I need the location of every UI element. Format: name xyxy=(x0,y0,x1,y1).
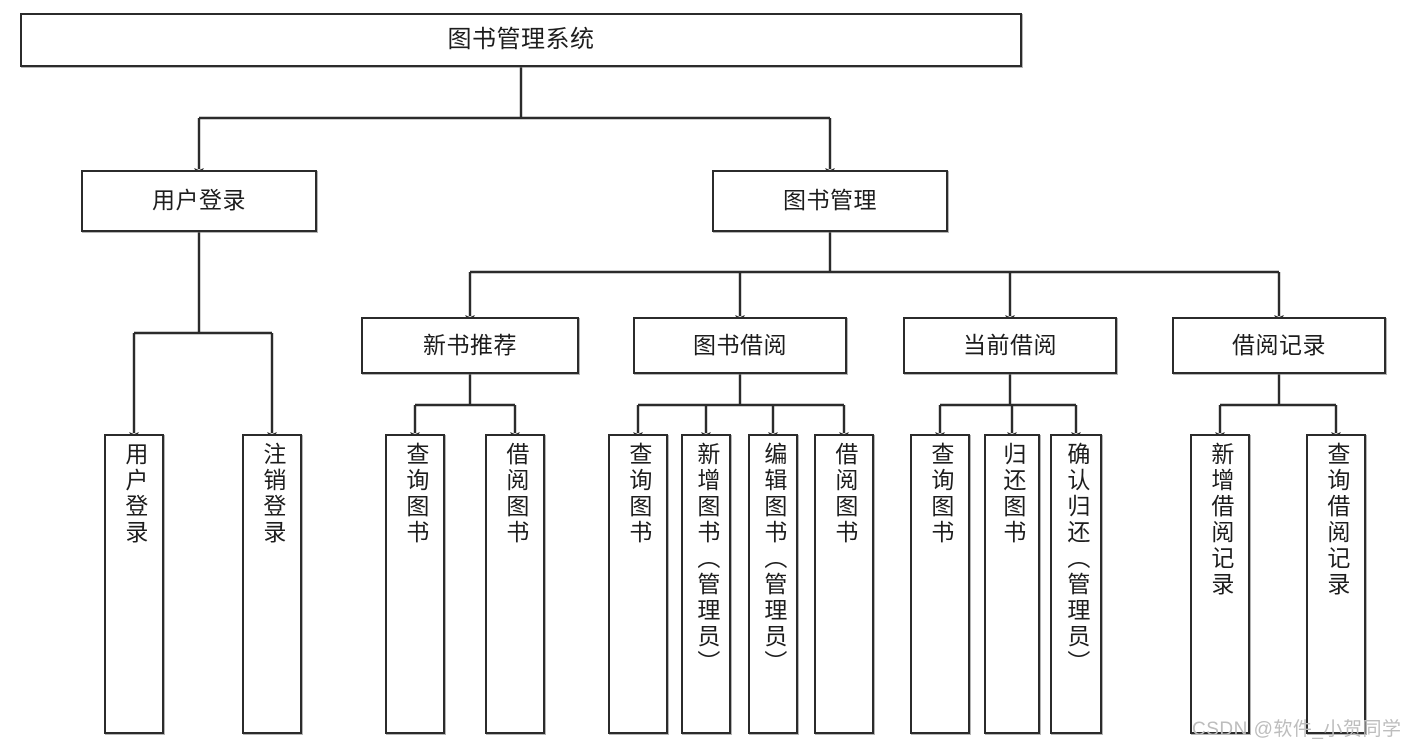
node-leaf-return-book[interactable]: 归还图书 xyxy=(984,434,1040,734)
node-label-user-login: 用户登录 xyxy=(152,187,246,214)
node-leaf-logout[interactable]: 注销登录 xyxy=(242,434,302,734)
node-label-leaf-query-book-3: 查询图书 xyxy=(927,442,954,546)
node-label-leaf-return-book: 归还图书 xyxy=(999,442,1026,546)
node-book-borrow[interactable]: 图书借阅 xyxy=(633,317,847,374)
node-current-borrow[interactable]: 当前借阅 xyxy=(903,317,1117,374)
node-label-leaf-confirm-return: 确认归还（管理员） xyxy=(1063,442,1090,676)
node-leaf-edit-book[interactable]: 编辑图书（管理员） xyxy=(748,434,798,734)
node-leaf-confirm-return[interactable]: 确认归还（管理员） xyxy=(1050,434,1102,734)
node-leaf-borrow-book-2[interactable]: 借阅图书 xyxy=(814,434,874,734)
node-leaf-query-book-1[interactable]: 查询图书 xyxy=(385,434,445,734)
node-label-book-manage: 图书管理 xyxy=(783,187,877,214)
node-label-leaf-add-record: 新增借阅记录 xyxy=(1207,442,1234,598)
node-label-leaf-query-record: 查询借阅记录 xyxy=(1323,442,1350,598)
connector-lines xyxy=(129,67,1341,441)
node-leaf-query-record[interactable]: 查询借阅记录 xyxy=(1306,434,1366,734)
node-user-login[interactable]: 用户登录 xyxy=(81,170,317,232)
node-label-leaf-borrow-book-1: 借阅图书 xyxy=(502,442,529,546)
node-borrow-record[interactable]: 借阅记录 xyxy=(1172,317,1386,374)
node-label-leaf-query-book-1: 查询图书 xyxy=(402,442,429,546)
node-leaf-user-login[interactable]: 用户登录 xyxy=(104,434,164,734)
node-root[interactable]: 图书管理系统 xyxy=(20,13,1022,67)
node-label-leaf-logout: 注销登录 xyxy=(259,442,286,546)
node-label-root: 图书管理系统 xyxy=(447,25,595,53)
node-leaf-borrow-book-1[interactable]: 借阅图书 xyxy=(485,434,545,734)
node-label-new-book-rec: 新书推荐 xyxy=(423,331,517,358)
node-label-leaf-add-book: 新增图书（管理员） xyxy=(693,442,720,676)
node-label-leaf-query-book-2: 查询图书 xyxy=(625,442,652,546)
node-label-leaf-user-login: 用户登录 xyxy=(121,442,148,546)
node-label-current-borrow: 当前借阅 xyxy=(963,331,1057,358)
node-label-leaf-borrow-book-2: 借阅图书 xyxy=(831,442,858,546)
node-leaf-add-record[interactable]: 新增借阅记录 xyxy=(1190,434,1250,734)
node-book-manage[interactable]: 图书管理 xyxy=(712,170,948,232)
node-new-book-rec[interactable]: 新书推荐 xyxy=(361,317,579,374)
node-leaf-query-book-3[interactable]: 查询图书 xyxy=(910,434,970,734)
node-leaf-add-book[interactable]: 新增图书（管理员） xyxy=(681,434,731,734)
node-label-borrow-record: 借阅记录 xyxy=(1232,331,1326,358)
node-label-book-borrow: 图书借阅 xyxy=(693,331,787,358)
node-leaf-query-book-2[interactable]: 查询图书 xyxy=(608,434,668,734)
node-label-leaf-edit-book: 编辑图书（管理员） xyxy=(760,442,787,676)
